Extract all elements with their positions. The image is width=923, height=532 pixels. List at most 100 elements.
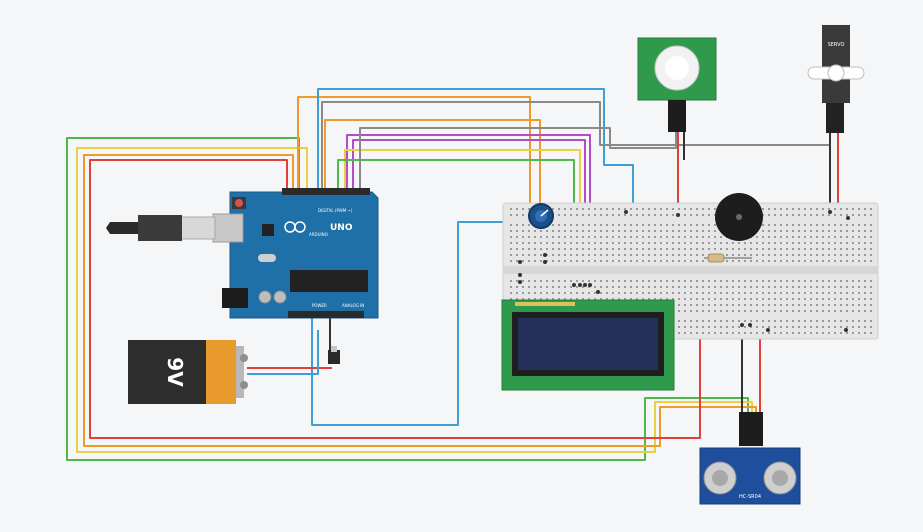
breadboard-hole [612, 242, 614, 244]
wire-us-red[interactable] [759, 329, 769, 412]
breadboard-hole [582, 298, 584, 300]
breadboard-hole [852, 320, 854, 322]
breadboard-hole [804, 332, 806, 334]
breadboard-hole [738, 260, 740, 262]
breadboard-hole [750, 242, 752, 244]
breadboard-hole [720, 286, 722, 288]
breadboard-hole [834, 298, 836, 300]
wire-orange-lcd[interactable] [324, 119, 541, 270]
arduino-uno[interactable]: ARDUINO UNO DIGITAL (PWM ~) POWER ANALOG… [212, 188, 379, 319]
breadboard-hole [846, 242, 848, 244]
breadboard-hole [642, 242, 644, 244]
breadboard-hole [762, 248, 764, 250]
breadboard-hole [588, 214, 590, 216]
breadboard-hole [732, 248, 734, 250]
breadboard-hole [840, 236, 842, 238]
wire-orange-top[interactable] [297, 96, 531, 215]
breadboard-hole [696, 242, 698, 244]
breadboard-hole [786, 208, 788, 210]
wire-orange-outer[interactable] [83, 154, 757, 447]
breadboard-hole [642, 214, 644, 216]
breadboard-hole [510, 292, 512, 294]
breadboard-hole [804, 248, 806, 250]
breadboard-hole [780, 208, 782, 210]
breadboard-hole [828, 208, 830, 210]
wire-battery-blue[interactable] [247, 330, 319, 375]
breadboard-hole [582, 208, 584, 210]
breadboard-hole [534, 236, 536, 238]
breadboard-hole [606, 236, 608, 238]
usb-cable[interactable] [106, 215, 216, 241]
breadboard-hole [858, 224, 860, 226]
potentiometer[interactable] [528, 203, 554, 229]
breadboard-hole [846, 214, 848, 216]
battery-9v[interactable]: 9V [128, 340, 248, 404]
wire-blue-pot[interactable] [311, 221, 530, 426]
breadboard-hole [828, 224, 830, 226]
breadboard-hole [606, 280, 608, 282]
breadboard-hole [558, 208, 560, 210]
breadboard-hole [594, 280, 596, 282]
breadboard-hole [594, 292, 596, 294]
ultrasonic-sensor[interactable]: HC-SR04 [699, 412, 801, 505]
breadboard-hole [846, 332, 848, 334]
wire-gray-pir[interactable] [359, 127, 677, 190]
breadboard-hole [798, 326, 800, 328]
breadboard-hole [648, 208, 650, 210]
wire-yellow-outer[interactable] [76, 147, 753, 453]
breadboard-hole [702, 320, 704, 322]
wire-green-outer[interactable] [66, 137, 749, 461]
breadboard-hole [558, 286, 560, 288]
breadboard-hole [792, 254, 794, 256]
breadboard-hole [792, 230, 794, 232]
lcd-16x2[interactable] [501, 299, 675, 391]
pir-sensor[interactable] [637, 37, 717, 132]
breadboard-hole [666, 248, 668, 250]
breadboard-hole [624, 292, 626, 294]
breadboard-hole [870, 236, 872, 238]
breadboard-hole [864, 298, 866, 300]
slide-switch[interactable] [328, 346, 340, 364]
breadboard-hole [528, 292, 530, 294]
piezo-buzzer[interactable] [715, 193, 763, 241]
breadboard-hole [774, 242, 776, 244]
breadboard-hole [546, 280, 548, 282]
breadboard-hole [822, 298, 824, 300]
breadboard-hole [630, 208, 632, 210]
breadboard-hole [804, 214, 806, 216]
breadboard-hole [786, 214, 788, 216]
breadboard-hole [666, 280, 668, 282]
breadboard-hole [726, 260, 728, 262]
breadboard-hole [600, 292, 602, 294]
breadboard-hole [642, 292, 644, 294]
breadboard-hole [858, 242, 860, 244]
breadboard-hole [810, 320, 812, 322]
breadboard-hole [702, 208, 704, 210]
breadboard-hole [750, 248, 752, 250]
breadboard-hole [570, 254, 572, 256]
breadboard-hole [798, 320, 800, 322]
breadboard-hole [540, 254, 542, 256]
breadboard-hole [612, 224, 614, 226]
breadboard-hole [780, 230, 782, 232]
breadboard-hole [822, 236, 824, 238]
breadboard-hole [636, 248, 638, 250]
breadboard-hole [786, 236, 788, 238]
resistor[interactable] [704, 253, 752, 263]
breadboard-hole [864, 214, 866, 216]
breadboard-hole [720, 326, 722, 328]
breadboard-hole [810, 208, 812, 210]
breadboard-hole [864, 208, 866, 210]
breadboard-hole [798, 236, 800, 238]
breadboard-hole [858, 236, 860, 238]
breadboard-hole [576, 286, 578, 288]
breadboard-hole [780, 242, 782, 244]
breadboard-hole [792, 292, 794, 294]
breadboard-hole [738, 326, 740, 328]
breadboard-hole [798, 298, 800, 300]
wire-gray-top[interactable] [321, 101, 831, 190]
breadboard-hole [870, 298, 872, 300]
servo-motor[interactable]: SERVO [807, 25, 865, 133]
breadboard-hole [714, 326, 716, 328]
breadboard-hole [642, 230, 644, 232]
